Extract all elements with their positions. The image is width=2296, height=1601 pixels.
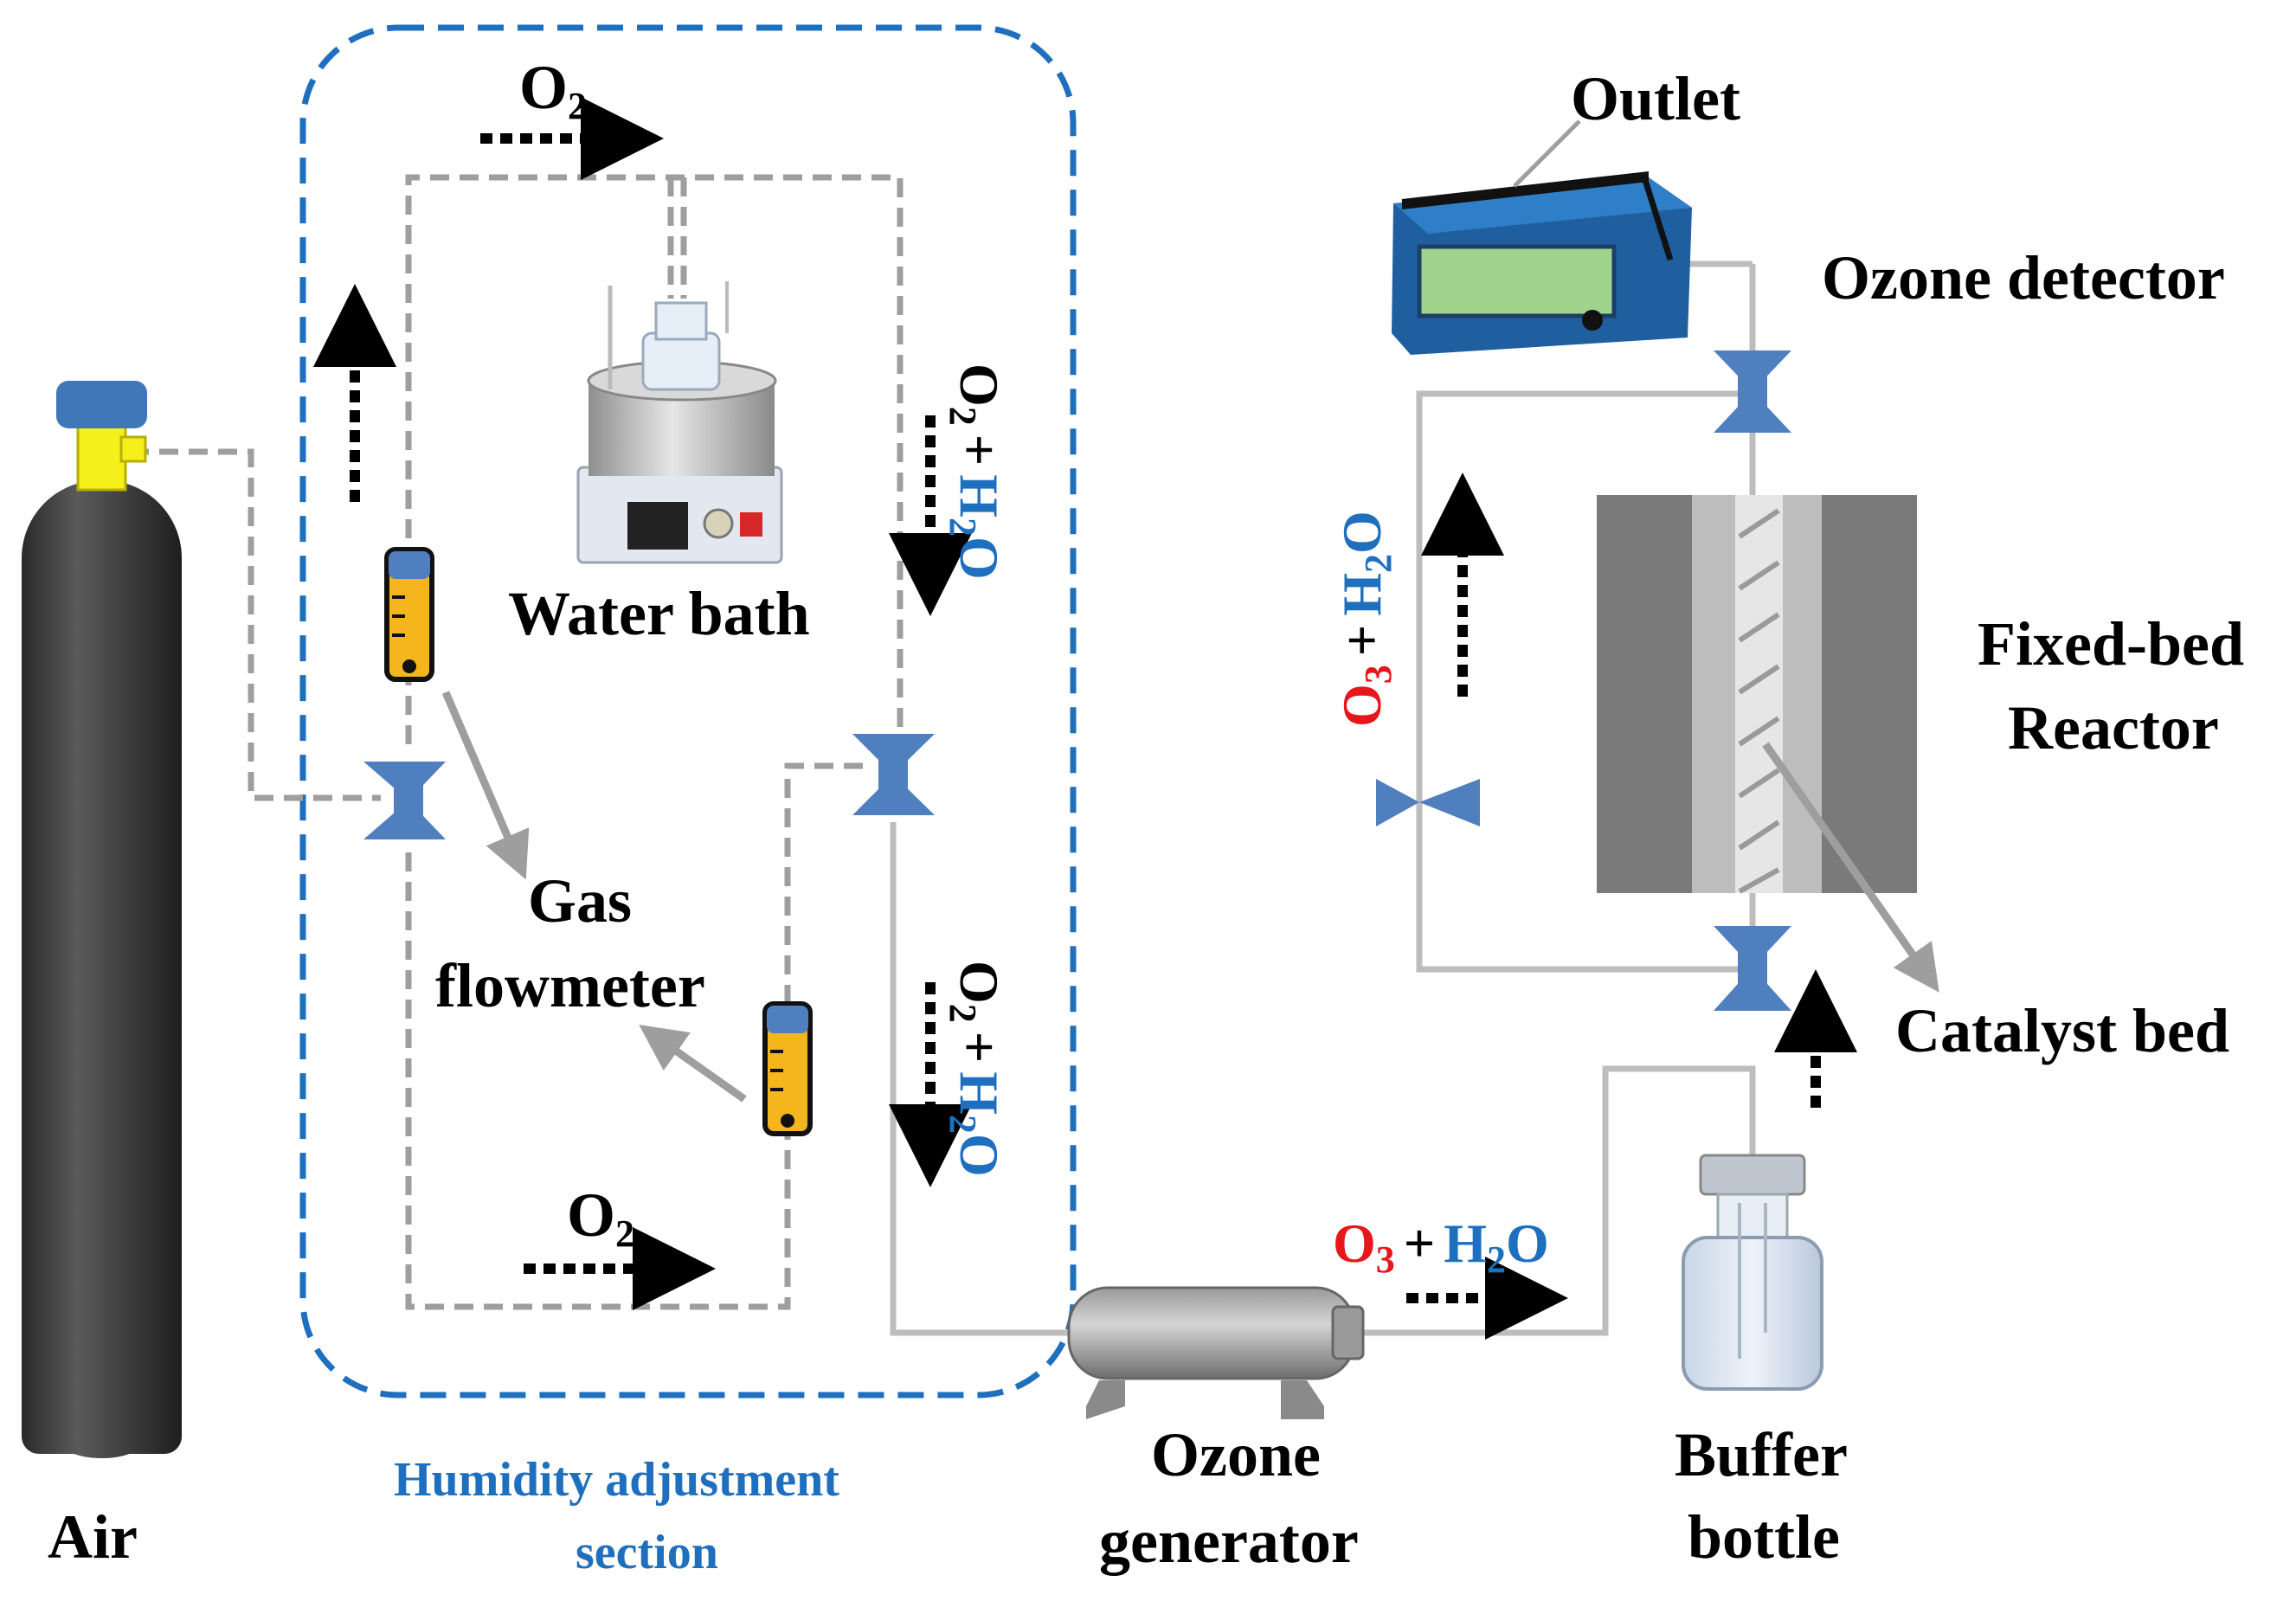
fixed-bed-reactor: [1597, 495, 1917, 894]
flow-label-o3-h2o-vertical-o: O: [1331, 511, 1392, 554]
valve-mixing: [852, 734, 935, 815]
buffer-bottle-label-line2: bottle: [1688, 1502, 1840, 1572]
ozone-detector: [1392, 171, 1692, 355]
flow-label-o3-h2o-vertical-plus: +: [1331, 625, 1392, 656]
reactor-label-line1: Fixed-bed: [1978, 609, 2244, 678]
flow-label-o2-h2o-lower-o-symbol: O: [949, 961, 1010, 1004]
gas-flowmeter-label-line1: Gas: [528, 866, 632, 936]
flow-label-o2-h2o-upper: O2+H2O: [942, 363, 1010, 580]
flow-label-o3-h2o-bottom-o-sub: 3: [1376, 1238, 1395, 1281]
ozone-detector-label: Ozone detector: [1822, 243, 2225, 312]
gas-flowmeter-upper: [384, 547, 434, 682]
pointer-arrow-catalyst-bed: [1762, 742, 1939, 993]
ozone-generator: [1067, 1286, 1365, 1419]
reactor-label-line2: Reactor: [2008, 693, 2219, 762]
valve-bypass: [1376, 779, 1480, 826]
flow-label-o2-bottom-symbol: O: [567, 1180, 615, 1250]
water-bath: [576, 281, 783, 564]
flow-label-o2-h2o-upper-h: H: [949, 474, 1010, 518]
ozone-generator-label-line1: Ozone: [1151, 1420, 1321, 1489]
humidity-section-boundary: [299, 24, 1077, 1398]
flow-label-o2-bottom-sub: 2: [615, 1212, 634, 1255]
flow-label-o2-h2o-lower: O2+H2O: [942, 961, 1010, 1177]
flow-label-o2-h2o-upper-h-sub: 2: [942, 518, 984, 537]
flow-label-o2-h2o-upper-o-symbol: O: [949, 363, 1010, 407]
flow-label-o3-h2o-bottom-h: H: [1444, 1212, 1487, 1274]
flow-label-o2-h2o-upper-o: O: [949, 537, 1010, 580]
ozone-generator-label-line2: generator: [1099, 1507, 1359, 1576]
pointer-arrow-flowmeter-lower: [639, 1025, 747, 1103]
pointer-line-outlet: [1513, 119, 1581, 188]
buffer-bottle-label-line1: Buffer: [1675, 1420, 1848, 1489]
flow-label-o2-h2o-lower-h: H: [949, 1071, 1010, 1115]
flow-label-o2-h2o-upper-plus: +: [949, 434, 1010, 466]
humidity-section-label-line1: Humidity adjustment: [394, 1453, 839, 1507]
flow-label-o3-h2o-bottom-o-symbol: O: [1333, 1212, 1376, 1274]
catalyst-bed-label: Catalyst bed: [1895, 996, 2229, 1065]
valve-reactor-inlet: [1714, 926, 1791, 1011]
flow-label-o2-top: O2: [519, 53, 587, 127]
valve-detector: [1714, 350, 1791, 433]
flow-label-o2-h2o-lower-plus: +: [949, 1032, 1010, 1063]
flow-label-o3-h2o-bottom-h-sub: 2: [1487, 1238, 1506, 1281]
flow-label-o3-h2o-bottom-plus: +: [1404, 1212, 1435, 1274]
dashed-pipes: [130, 174, 904, 1310]
flow-arrows: [313, 97, 1857, 1340]
flow-label-o2-h2o-lower-o-sub: 2: [942, 1004, 984, 1023]
flow-label-o2-h2o-lower-h-sub: 2: [942, 1115, 984, 1134]
flow-label-o2-h2o-upper-o-sub: 2: [942, 407, 984, 426]
air-cylinder: [22, 381, 182, 1458]
gas-flowmeter-label-line2: flowmeter: [435, 951, 705, 1020]
flow-label-o3-h2o-vertical: O3+H2O: [1331, 511, 1399, 727]
air-label: Air: [48, 1502, 138, 1572]
flow-label-o3-h2o-vertical-o-symbol: O: [1331, 684, 1392, 727]
outlet-label: Outlet: [1571, 64, 1740, 133]
gas-flowmeter-lower: [762, 1001, 813, 1136]
flow-label-o3-h2o-vertical-o-sub: 3: [1357, 665, 1399, 684]
humidity-section-label-line2: section: [576, 1526, 718, 1579]
pointer-arrow-flowmeter-upper: [441, 691, 530, 880]
buffer-bottle: [1682, 1154, 1823, 1391]
flow-label-o3-h2o-vertical-h-sub: 2: [1357, 554, 1399, 573]
flow-label-o3-h2o-bottom: O3+H2O: [1333, 1212, 1549, 1281]
flow-label-o2-top-symbol: O: [519, 53, 568, 122]
valve-inlet: [363, 762, 446, 839]
water-bath-label: Water bath: [508, 579, 810, 648]
flow-label-o2-h2o-lower-o: O: [949, 1134, 1010, 1177]
flow-label-o2-bottom: O2: [567, 1180, 634, 1255]
flow-label-o3-h2o-bottom-o: O: [1506, 1212, 1549, 1274]
flow-label-o3-h2o-vertical-h: H: [1331, 573, 1392, 616]
flow-label-o2-top-sub: 2: [568, 85, 587, 127]
